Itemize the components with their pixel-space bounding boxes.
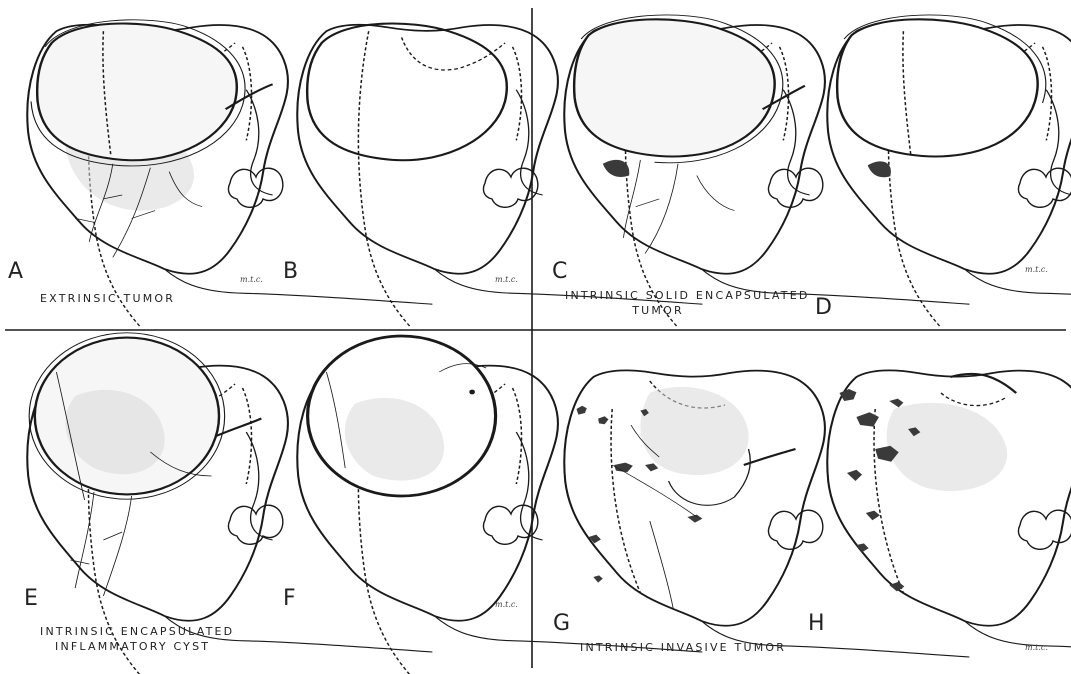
panel-label-e: E xyxy=(24,586,38,611)
artist-signature-4: m.t.c. xyxy=(495,600,518,609)
panel-label-f: F xyxy=(283,586,296,611)
caption-solid-encapsulated-line2: TUMOR xyxy=(631,304,684,317)
caption-inflammatory-cyst-line1: INTRINSIC ENCAPSULATED xyxy=(40,625,234,638)
artist-signature-5: m.t.c. xyxy=(1025,643,1048,652)
panel-label-a: A xyxy=(8,259,23,284)
artist-signature-3: m.t.c. xyxy=(1025,265,1048,274)
panel-label-d: D xyxy=(815,295,832,320)
panel-h-drawing xyxy=(827,370,1071,657)
artist-signature-1: m.t.c. xyxy=(240,275,263,284)
artist-signature-2: m.t.c. xyxy=(495,275,518,284)
caption-extrinsic-tumor: EXTRINSIC TUMOR xyxy=(40,292,175,305)
caption-invasive-tumor: INTRINSIC INVASIVE TUMOR xyxy=(580,641,786,654)
panel-d-drawing xyxy=(827,15,1071,328)
panel-label-g: G xyxy=(553,611,570,636)
caption-inflammatory-cyst-line2: INFLAMMATORY CYST xyxy=(55,640,210,653)
panel-label-h: H xyxy=(808,611,825,636)
panel-label-c: C xyxy=(552,259,567,284)
caption-solid-encapsulated-line1: INTRINSIC SOLID ENCAPSULATED xyxy=(565,289,810,302)
panel-label-b: B xyxy=(283,259,298,284)
